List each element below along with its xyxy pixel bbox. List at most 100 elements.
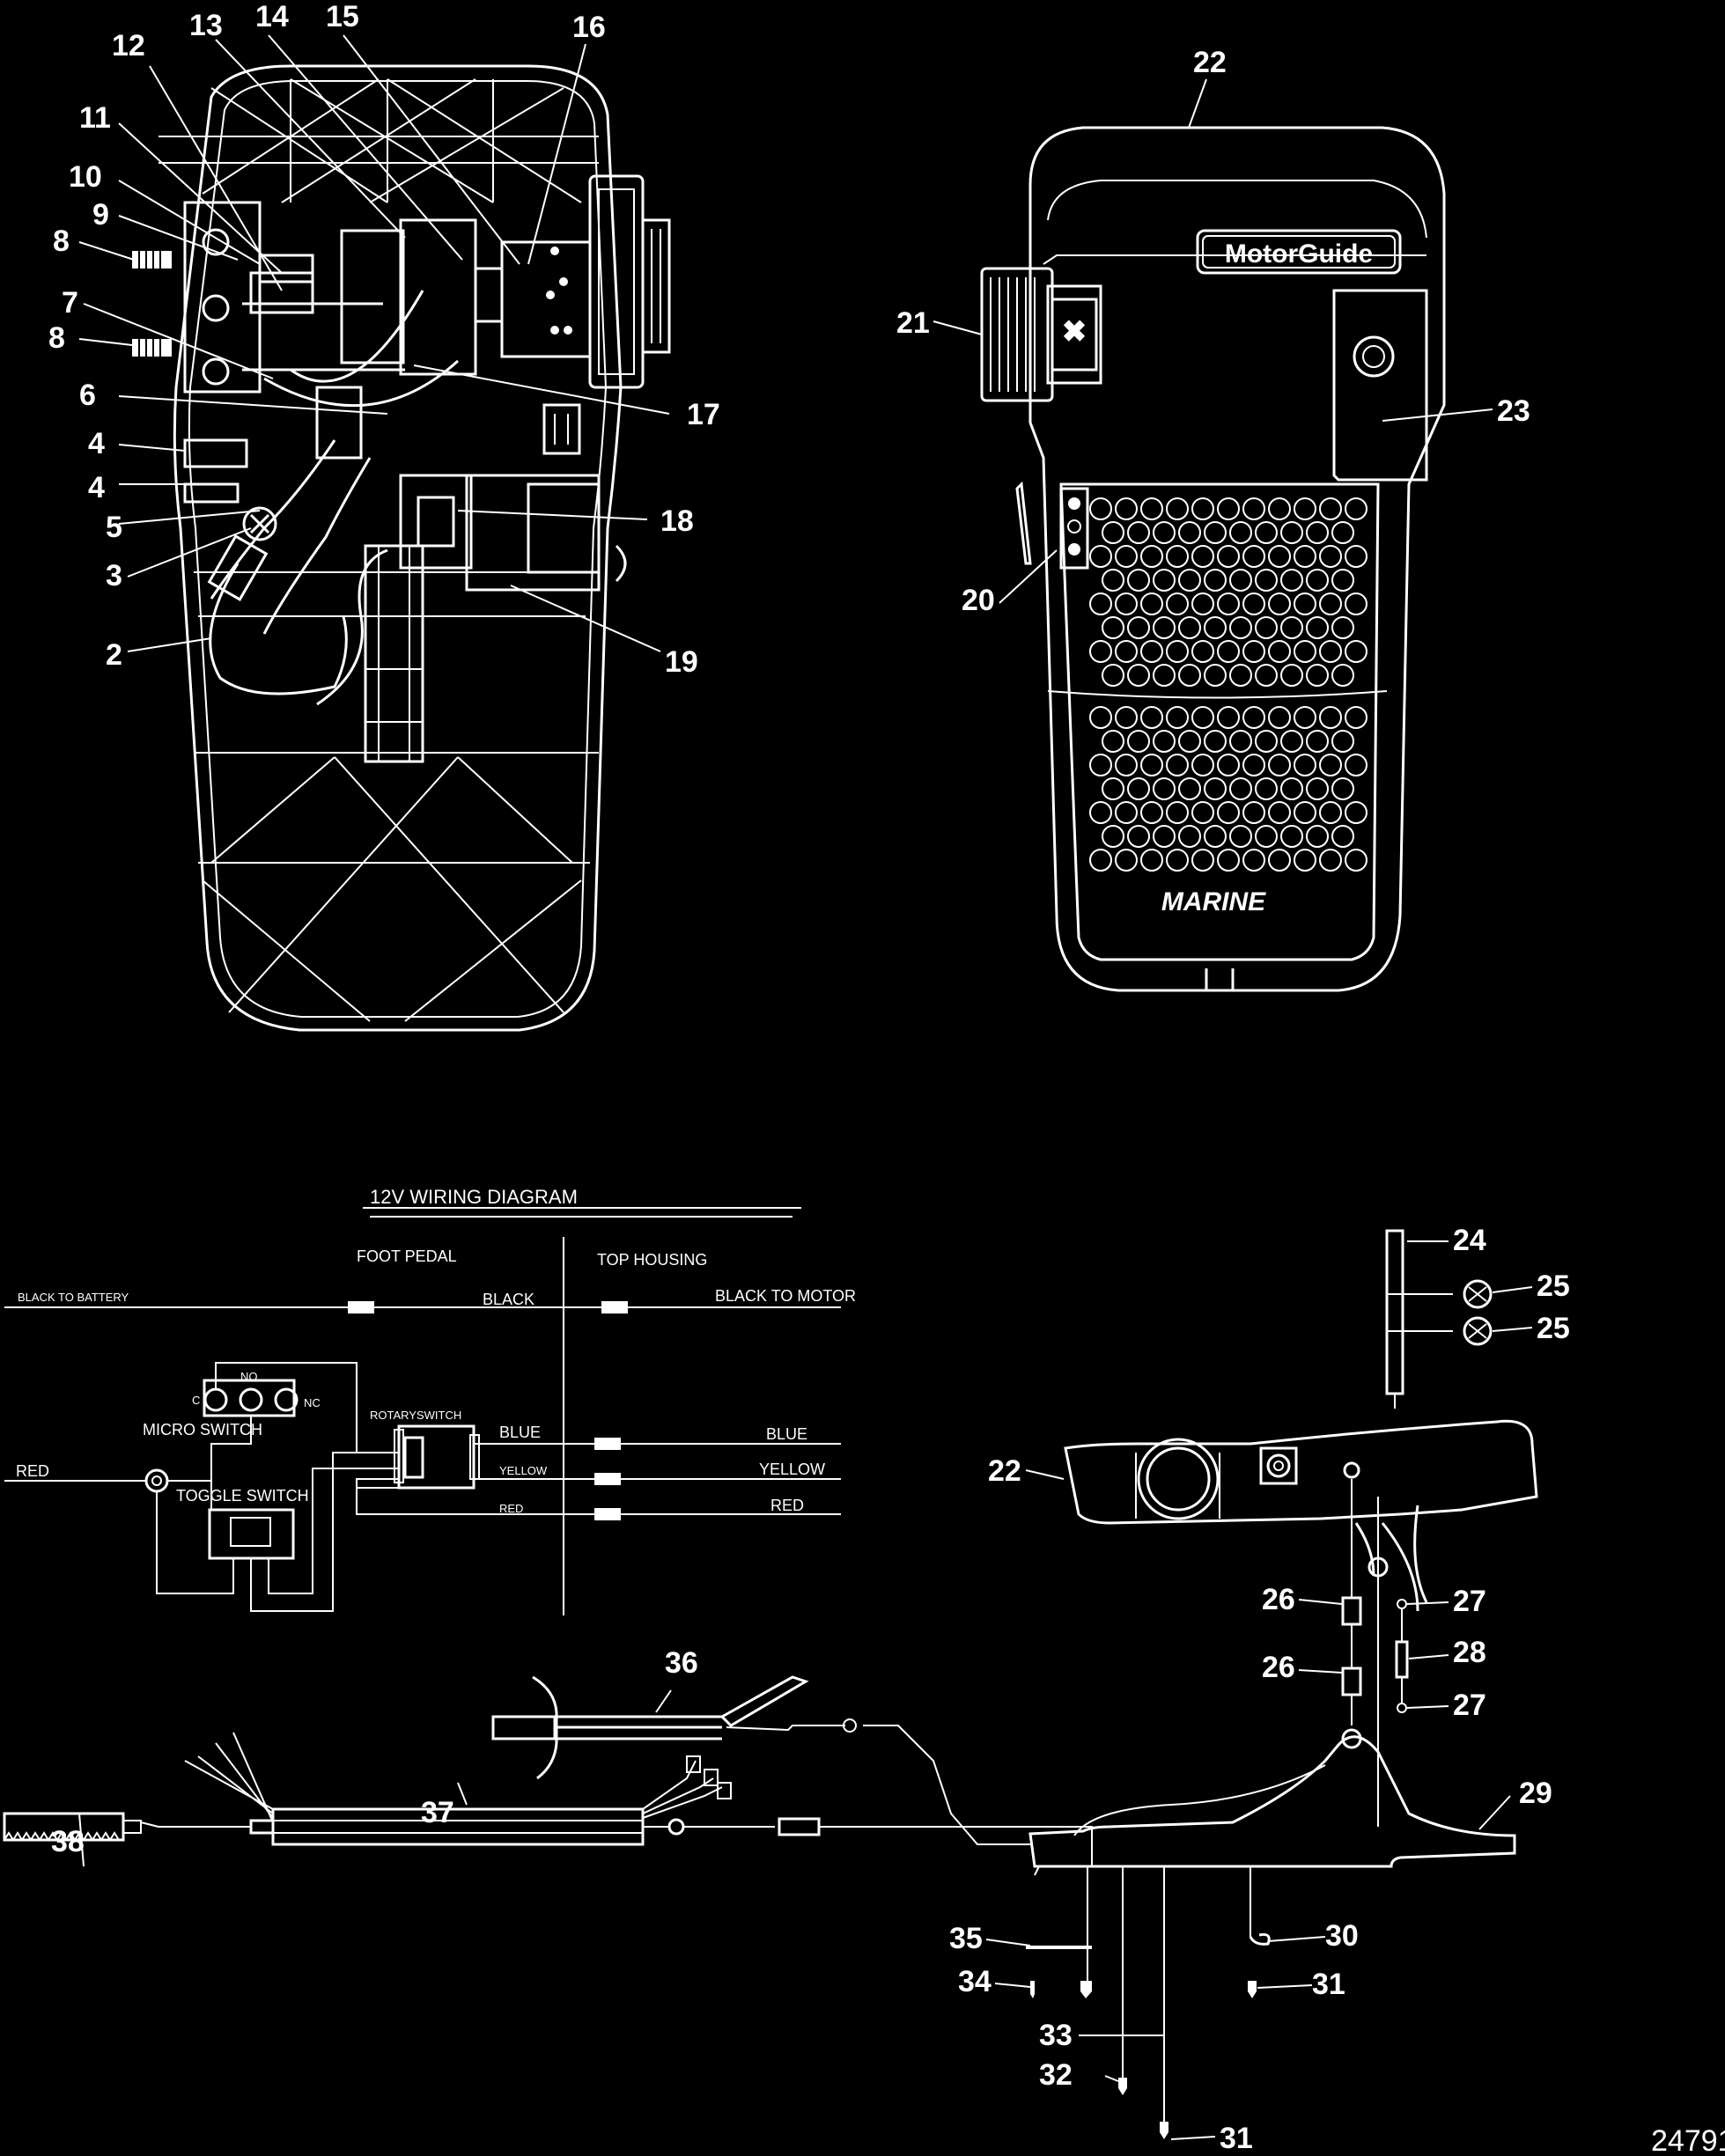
- perforation-hole: [1229, 777, 1252, 800]
- perforation-hole: [1140, 849, 1163, 872]
- perforation-hole: [1268, 801, 1291, 824]
- perforation-hole: [1178, 777, 1201, 800]
- black-to-motor-label: BLACK TO MOTOR: [715, 1287, 856, 1305]
- callout-22-side: 22: [988, 1454, 1021, 1488]
- perforation-hole: [1280, 664, 1303, 687]
- callout-27a: 27: [1453, 1585, 1486, 1618]
- callout-6: 6: [79, 379, 96, 412]
- red-label-right: RED: [770, 1497, 804, 1514]
- black-to-battery-label: BLACK TO BATTERY: [18, 1291, 129, 1304]
- leader-lines-left: [78, 34, 670, 652]
- callout-4a: 4: [88, 427, 105, 460]
- perforation-hole: [1345, 801, 1367, 824]
- perforation-hole: [1089, 592, 1112, 615]
- perforation-hole: [1166, 640, 1189, 663]
- perforation-hole: [1280, 521, 1303, 544]
- perforation-hole: [1191, 592, 1214, 615]
- perforation-hole: [1345, 592, 1367, 615]
- yellow-label-left: YELLOW: [499, 1464, 548, 1477]
- callout-38: 38: [51, 1825, 85, 1858]
- perforation-hole: [1102, 569, 1124, 592]
- perforation-hole: [1153, 777, 1176, 800]
- callout-18: 18: [660, 504, 694, 538]
- perforation-hole: [1140, 706, 1163, 729]
- callout-24: 24: [1453, 1224, 1486, 1257]
- perforation-hole: [1102, 825, 1124, 848]
- perforation-hole: [1229, 569, 1252, 592]
- perforation-hole: [1204, 777, 1227, 800]
- perforation-hole: [1166, 754, 1189, 776]
- red-wire-label-left: RED: [16, 1462, 49, 1480]
- callout-labels: 2 3 4 4 5 6 7 8 8 9 10 11 12 13 14 15 16…: [48, 0, 1570, 2155]
- perforation-hole: [1242, 640, 1265, 663]
- perforation-hole: [1140, 640, 1163, 663]
- callout-17: 17: [687, 398, 720, 431]
- callout-22-top: 22: [1193, 46, 1227, 79]
- perforation-hole: [1242, 497, 1265, 520]
- perforation-hole: [1319, 640, 1342, 663]
- perforation-hole: [1089, 801, 1112, 824]
- perforation-hole: [1217, 754, 1240, 776]
- perforation-hole: [1217, 497, 1240, 520]
- wiring-diagram-title: 12V WIRING DIAGRAM: [370, 1186, 578, 1208]
- callout-26b: 26: [1262, 1651, 1295, 1684]
- perforation-hole: [1127, 569, 1150, 592]
- perforation-hole: [1319, 545, 1342, 568]
- perforation-hole: [1280, 825, 1303, 848]
- red-label-left: RED: [499, 1502, 523, 1515]
- perforation-hole: [1268, 640, 1291, 663]
- perforation-hole: [1115, 545, 1138, 568]
- perforation-hole: [1294, 801, 1316, 824]
- perforation-hole: [1178, 664, 1201, 687]
- perforation-hole: [1204, 664, 1227, 687]
- perforation-hole: [1140, 801, 1163, 824]
- perforation-hole: [1294, 640, 1316, 663]
- perforation-hole: [1294, 497, 1316, 520]
- perforation-hole: [1331, 664, 1354, 687]
- callout-12: 12: [112, 29, 145, 63]
- callout-23: 23: [1497, 394, 1530, 428]
- perforation-hole: [1229, 825, 1252, 848]
- perforation-hole: [1166, 592, 1189, 615]
- perforation-hole: [1306, 664, 1329, 687]
- perforation-hole: [1115, 497, 1138, 520]
- perforation-hole: [1153, 825, 1176, 848]
- perforation-hole: [1217, 545, 1240, 568]
- perforation-hole: [1294, 754, 1316, 776]
- perforation-hole: [1204, 730, 1227, 753]
- perforation-hole: [1204, 616, 1227, 639]
- perforation-hole: [1229, 730, 1252, 753]
- perforation-hole: [1345, 640, 1367, 663]
- perforation-hole: [1345, 849, 1367, 872]
- perforation-hole: [1255, 616, 1278, 639]
- leader-lines-right-bottom: [985, 1240, 1533, 2140]
- perforation-hole: [1140, 754, 1163, 776]
- callout-36: 36: [665, 1646, 698, 1680]
- perforation-hole: [1191, 545, 1214, 568]
- pedal-underside-view: [132, 64, 671, 1032]
- perforation-hole: [1115, 849, 1138, 872]
- perforation-hole: [1153, 569, 1176, 592]
- callout-31b: 31: [1220, 2122, 1253, 2155]
- perforation-hole: [1280, 777, 1303, 800]
- perforation-hole: [1229, 616, 1252, 639]
- pedal-top-view: ✖ MotorGuide MARINE: [980, 126, 1446, 992]
- callout-16: 16: [572, 11, 606, 44]
- perforation-hole: [1217, 640, 1240, 663]
- callout-21: 21: [896, 306, 930, 340]
- perforation-hole: [1268, 706, 1291, 729]
- callout-20: 20: [962, 584, 995, 617]
- perforation-hole: [1089, 706, 1112, 729]
- perforation-hole: [1306, 730, 1329, 753]
- perforation-hole: [1229, 664, 1252, 687]
- perforation-hole: [1191, 640, 1214, 663]
- callout-5: 5: [106, 511, 122, 544]
- perforation-hole: [1140, 497, 1163, 520]
- perforation-hole: [1191, 754, 1214, 776]
- perforation-hole: [1191, 497, 1214, 520]
- perforation-hole: [1217, 592, 1240, 615]
- perforation-hole: [1319, 801, 1342, 824]
- perforation-hole: [1255, 664, 1278, 687]
- callout-33: 33: [1039, 2019, 1073, 2052]
- callout-7: 7: [62, 286, 78, 320]
